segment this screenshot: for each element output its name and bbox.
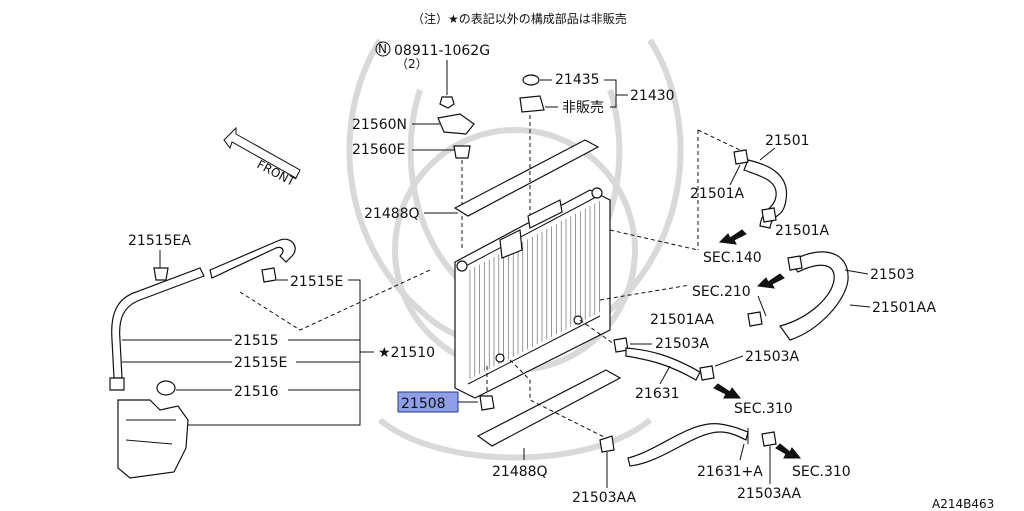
nut-part — [439, 96, 455, 109]
drain-plug-21508 — [479, 395, 495, 411]
label-21503a-1: 21503A — [655, 336, 710, 352]
cap-21435 — [522, 74, 540, 86]
label-sec140: SEC.140 — [703, 250, 762, 266]
reservoir-tank — [117, 399, 189, 479]
clamp-21503aa-bottom — [599, 435, 615, 453]
clamp-21503a-2 — [699, 365, 715, 381]
label-21560e: 21560E — [352, 142, 405, 158]
label-21501: 21501 — [765, 133, 810, 149]
label-21430: 21430 — [630, 88, 675, 104]
label-21435: 21435 — [555, 72, 600, 88]
label-21503a-2: 21503A — [745, 349, 800, 365]
label-sec210: SEC.210 — [692, 284, 751, 300]
clamp-21503aa-2 — [761, 431, 777, 447]
hose-21515-upper — [209, 238, 296, 279]
label-sec310-1: SEC.310 — [734, 401, 793, 417]
n-symbol-icon: N — [375, 41, 391, 57]
cap-seat — [519, 95, 545, 113]
mount-21560e — [453, 145, 471, 159]
note-text: （注）★の表記以外の構成部品は非販売 — [412, 11, 627, 26]
label-21503aa-2: 21503AA — [737, 486, 802, 502]
label-21515e-2: 21515E — [234, 355, 287, 371]
clamp-21501aa-2 — [747, 311, 763, 327]
label-21631a: 21631+A — [697, 464, 763, 480]
clamp-21501aa-1 — [787, 255, 803, 271]
label-08911-1062g: 08911-1062G — [394, 43, 490, 59]
label-21503aa-bottom: 21503AA — [572, 490, 637, 506]
hose-21501 — [743, 159, 788, 229]
cap-21516 — [156, 380, 176, 396]
label-hibaibai: 非販売 — [562, 100, 604, 116]
insulator-top — [453, 139, 600, 217]
hose-21631 — [625, 347, 701, 381]
label-21488q-top: 21488Q — [364, 206, 420, 222]
bracket-21560n — [437, 113, 475, 135]
arrow-sec310-2-icon — [775, 443, 802, 459]
label-21516: 21516 — [234, 384, 279, 400]
clamp-21515e-top — [261, 267, 277, 283]
arrow-sec210-icon — [756, 273, 785, 289]
label-21515ea: 21515EA — [128, 233, 191, 249]
clamp-21501a-top — [733, 149, 749, 165]
label-21488q-bottom: 21488Q — [492, 464, 548, 480]
label-21515e-1: 21515E — [290, 274, 343, 290]
label-21501a-2: 21501A — [775, 223, 830, 239]
label-08911-qty: （2） — [396, 57, 428, 71]
label-21560n: 21560N — [352, 117, 407, 133]
insulator-bottom — [476, 369, 622, 447]
label-21501aa-2: 21501AA — [872, 300, 937, 316]
label-21508: 21508 — [401, 396, 446, 412]
front-label: FRONT — [255, 157, 298, 189]
clamp-21501a-bottom — [761, 207, 777, 223]
label-21501aa-1: 21501AA — [650, 312, 715, 328]
arrow-sec310-1-icon — [713, 383, 742, 399]
clamp-21515e-lower — [109, 377, 125, 391]
label-21501a-1: 21501A — [690, 186, 745, 202]
label-21503: 21503 — [870, 267, 915, 283]
label-21631: 21631 — [635, 386, 680, 402]
hose-21631a — [627, 423, 749, 467]
label-sec310-2: SEC.310 — [792, 464, 851, 480]
hose-21503 — [779, 251, 849, 341]
figure-code: A214B463 — [932, 497, 994, 511]
arrow-sec140-icon — [718, 229, 747, 245]
radiator-21510 — [454, 187, 611, 399]
label-21515: 21515 — [234, 333, 279, 349]
front-arrow-icon: FRONT — [223, 126, 301, 189]
clip-21515ea — [153, 267, 169, 281]
svg-text:N: N — [378, 42, 387, 56]
label-21510: ★21510 — [378, 345, 435, 361]
